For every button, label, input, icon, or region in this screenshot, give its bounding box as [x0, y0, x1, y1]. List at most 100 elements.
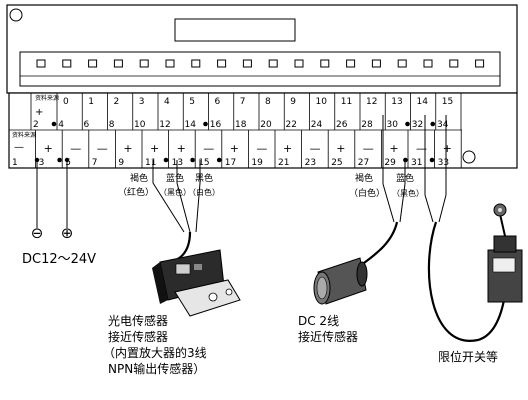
- terminal-screw-number: 14: [185, 120, 197, 130]
- polarity-sign: —: [70, 142, 81, 155]
- label-blue-right: 蓝色: [396, 172, 414, 184]
- terminal-connection-dot: [163, 157, 169, 163]
- photo-line4: NPN输出传感器）: [108, 361, 205, 376]
- polarity-sign: +: [177, 142, 186, 155]
- terminal-screw-number: 22: [286, 120, 297, 130]
- indicator-led: [475, 59, 485, 68]
- polarity-sign: —: [310, 142, 321, 155]
- terminal-screw-number: 3: [39, 158, 45, 168]
- input-terminal-number: 12: [366, 97, 377, 107]
- polarity-sign: +: [283, 142, 292, 155]
- lower-source-sign: —: [14, 142, 24, 153]
- photoelectric-sensor-caption: 光电传感器 接近传感器 （内置放大器的3线 NPN输出传感器）: [103, 313, 207, 376]
- terminal-screw-number: 18: [235, 120, 247, 130]
- polarity-sign: +: [123, 142, 132, 155]
- terminal-connection-dot: [203, 121, 208, 127]
- terminal-screw-number: 30: [387, 120, 399, 130]
- limit-switch-caption: 限位开关等: [438, 349, 498, 364]
- input-terminal-number: 10: [316, 97, 328, 107]
- input-terminal-number: 5: [189, 97, 195, 107]
- label-red-left: （红色）: [118, 186, 154, 198]
- photoelectric-sensor-icon: [152, 249, 241, 317]
- indicator-led: [165, 59, 175, 68]
- input-terminal-number: 4: [164, 97, 170, 107]
- photo-line2: 接近传感器: [108, 329, 168, 344]
- indicator-led: [397, 59, 407, 68]
- indicator-led: [191, 59, 201, 68]
- polarity-sign: +: [150, 142, 159, 155]
- input-terminal-number: 8: [265, 97, 271, 107]
- input-terminal-number: 13: [391, 97, 402, 107]
- mount-hole-icon: [9, 8, 23, 22]
- terminal-screw-number: 29: [384, 158, 396, 168]
- indicator-led: [36, 59, 46, 68]
- terminal-connection-dot: [430, 121, 436, 127]
- polarity-sign: +: [389, 142, 398, 155]
- proximity-sensor-caption: DC 2线 接近传感器: [298, 314, 358, 344]
- indicator-led: [139, 59, 149, 68]
- lower-source-label: 资料来源: [12, 131, 36, 139]
- display-window: [174, 18, 296, 42]
- terminal-screw-number: 10: [134, 120, 146, 130]
- terminal-screw-number: 24: [311, 120, 323, 130]
- terminal-screw-number: 25: [331, 158, 342, 168]
- indicator-led: [423, 59, 433, 68]
- terminal-screw-number: 34: [437, 120, 449, 130]
- indicator-panel: [19, 51, 501, 87]
- indicator-led: [217, 59, 227, 68]
- indicator-led: [371, 59, 381, 68]
- terminal-connection-dot: [57, 157, 62, 163]
- input-terminal-number: 2: [114, 97, 120, 107]
- terminal-screw-number: 8: [109, 120, 115, 130]
- terminal-screw-number: 31: [411, 158, 422, 168]
- power-voltage: DC12～24V: [22, 252, 96, 267]
- upper-source-label: 资料来源: [35, 94, 59, 102]
- terminal-screw-number: 9: [118, 158, 124, 168]
- indicator-led: [320, 59, 330, 68]
- indicator-led: [62, 59, 72, 68]
- terminal-screw-number: 5: [65, 158, 71, 168]
- terminal-screw-number: 33: [438, 158, 449, 168]
- power-supply: ⊖ ⊕ DC12～24V: [22, 157, 96, 267]
- plus-terminal-icon: ⊕: [61, 224, 74, 242]
- terminal-connection-dot: [429, 157, 435, 163]
- label-blue-left: 蓝色: [166, 172, 184, 184]
- photo-line3: （内置放大器的3线: [103, 345, 207, 360]
- terminal-screw-number: 28: [361, 120, 373, 130]
- label-black-left: 黑色: [195, 172, 213, 184]
- dc-line1: DC 2线: [298, 314, 339, 328]
- terminal-screw-number: 6: [84, 120, 90, 130]
- input-terminal-number: 3: [139, 97, 145, 107]
- terminal-screw-number: 12: [159, 120, 170, 130]
- label-white-paren-left: （白色）: [188, 187, 220, 197]
- label-black-paren-right: （黑色）: [392, 188, 424, 198]
- label-black-paren-left: （黑色）: [159, 187, 191, 197]
- indicator-leds: [36, 59, 485, 68]
- polarity-sign: —: [256, 142, 267, 155]
- polarity-sign: —: [97, 142, 108, 155]
- input-terminal-number: 6: [215, 97, 221, 107]
- minus-terminal-icon: ⊖: [31, 224, 44, 242]
- indicator-led: [346, 59, 356, 68]
- terminal-screw-number: 23: [305, 158, 316, 168]
- upper-source-sign: +: [35, 107, 43, 118]
- label-brown-right: 褐色: [355, 172, 373, 184]
- terminal-screw-number: 20: [260, 120, 272, 130]
- input-terminal-number: 9: [290, 97, 296, 107]
- terminal-connection-dot: [216, 157, 222, 163]
- indicator-led: [113, 59, 123, 68]
- polarity-sign: —: [363, 142, 374, 155]
- indicator-led: [449, 59, 459, 68]
- terminal-screw-number: 17: [225, 158, 236, 168]
- polarity-sign: +: [336, 142, 345, 155]
- label-white-right: （白色）: [349, 187, 385, 199]
- terminal-screw-number: 7: [92, 158, 98, 168]
- terminal-screw-number: 4: [58, 120, 64, 130]
- terminal-screw-number: 26: [336, 120, 348, 130]
- terminal-screw-number: 15: [198, 158, 209, 168]
- proximity-sensor-icon: [313, 257, 368, 305]
- polarity-sign: +: [443, 142, 452, 155]
- polarity-sign: —: [203, 142, 214, 155]
